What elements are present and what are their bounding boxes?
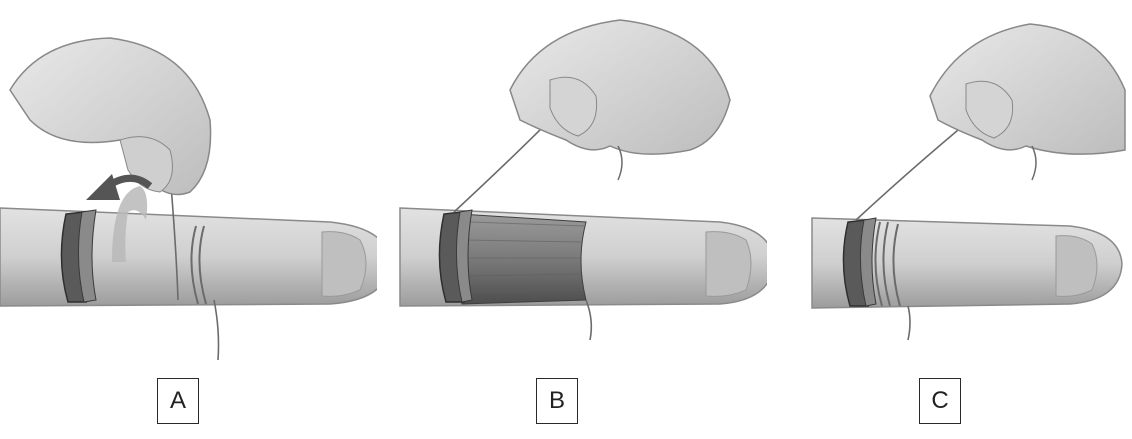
- hand-shape: [510, 20, 730, 154]
- panel-b-label: B: [536, 378, 578, 424]
- ring-shape: [843, 218, 876, 306]
- hand-shape: [10, 38, 211, 194]
- panel-a: A: [0, 0, 377, 439]
- panel-a-label: A: [157, 378, 199, 424]
- panel-b-illustration: [390, 0, 767, 439]
- panel-c-label: C: [919, 378, 961, 424]
- thread-wrapping: [455, 214, 586, 304]
- panel-a-illustration: [0, 0, 377, 439]
- finger-shape: [0, 208, 377, 306]
- panel-b: B: [390, 0, 767, 439]
- hand-shape: [930, 24, 1125, 154]
- panel-c: C: [770, 0, 1132, 439]
- ring-shape: [61, 210, 96, 302]
- panel-c-illustration: [770, 0, 1132, 439]
- ring-shape: [439, 210, 472, 302]
